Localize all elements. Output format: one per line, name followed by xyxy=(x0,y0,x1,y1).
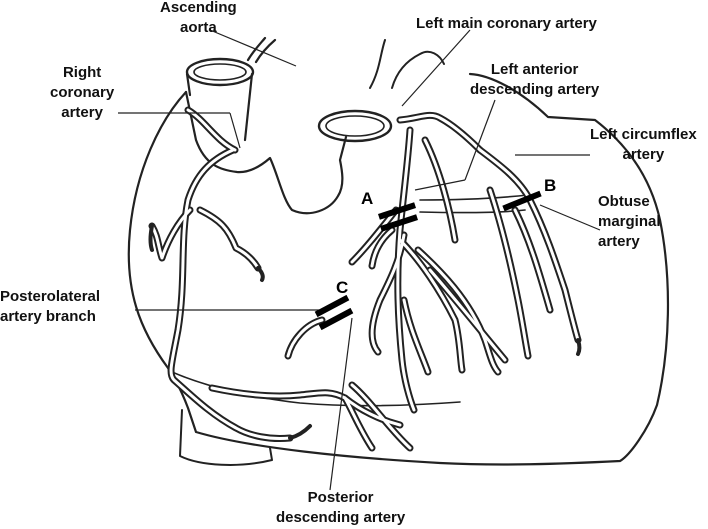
heart-outline xyxy=(127,72,670,466)
label-left-main-coronary: Left main coronary artery xyxy=(416,14,597,34)
label-line: Left main coronary artery xyxy=(416,15,597,32)
marker-b-label: B xyxy=(544,176,557,195)
label-line: marginal xyxy=(598,213,661,230)
label-posterolateral: Posterolateral artery branch xyxy=(0,287,100,327)
label-line: descending artery xyxy=(276,509,406,526)
leader-lines xyxy=(118,29,601,491)
aorta-ring-inner xyxy=(193,63,247,81)
label-right-coronary-artery: Right coronary artery xyxy=(50,63,114,123)
marker-c-bar-2 xyxy=(318,307,354,331)
label-line: artery branch xyxy=(0,308,96,325)
marker-a-label: A xyxy=(361,189,374,208)
label-line: aorta xyxy=(180,19,217,36)
aorta-wall-right xyxy=(243,72,254,142)
label-lad: Left anterior descending artery xyxy=(470,60,599,100)
posterior-groove xyxy=(171,371,461,407)
label-obtuse-marginal: Obtuse marginal artery xyxy=(598,192,661,252)
marker-c-label: C xyxy=(336,278,349,297)
label-line: Left circumflex xyxy=(590,126,697,143)
label-posterior-descending: Posterior descending artery xyxy=(276,488,405,528)
left-atrium-vessel xyxy=(369,39,445,89)
aortic-root xyxy=(184,90,348,215)
label-line: coronary xyxy=(50,84,115,101)
label-line: Ascending xyxy=(160,0,237,16)
label-line: artery xyxy=(622,146,665,163)
aorta-ring xyxy=(185,57,255,87)
label-left-circumflex: Left circumflex artery xyxy=(590,125,697,165)
aorta-wall-left xyxy=(185,72,192,97)
label-line: descending artery xyxy=(470,81,600,98)
ivc-stub xyxy=(179,409,273,466)
label-line: artery xyxy=(61,104,103,121)
label-ascending-aorta: Ascending aorta xyxy=(160,0,237,38)
label-line: Posterolateral xyxy=(0,288,101,305)
label-line: Posterior xyxy=(307,489,374,506)
label-line: artery xyxy=(598,233,640,250)
arch-stub xyxy=(246,36,277,64)
marker-a-bar-1 xyxy=(378,202,416,220)
marker-b-bar xyxy=(502,190,542,212)
marker-c-bar-1 xyxy=(314,294,350,318)
pulmonary-ring-inner xyxy=(325,115,385,137)
label-line: Left anterior xyxy=(490,61,579,78)
marker-a-bar-2 xyxy=(380,214,418,232)
pulmonary-ring xyxy=(317,109,393,143)
occlusion-markers xyxy=(314,190,542,331)
label-line: Right xyxy=(62,64,102,81)
label-line: Obtuse xyxy=(598,193,650,210)
